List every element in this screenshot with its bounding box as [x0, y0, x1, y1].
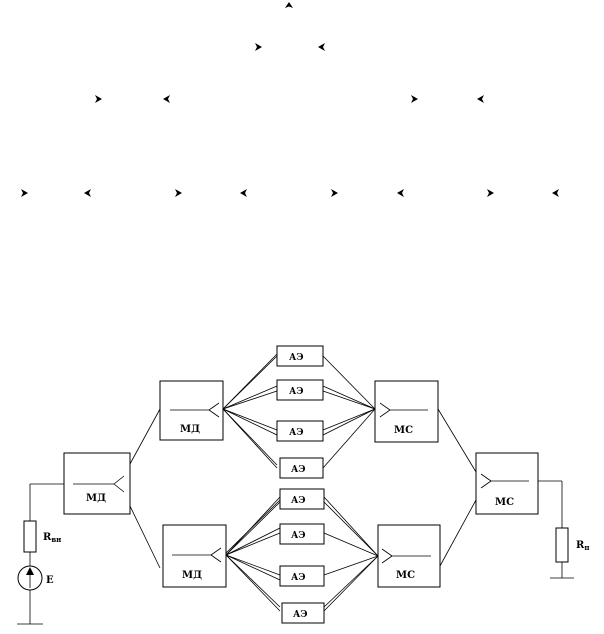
element-label: АЭ [291, 465, 306, 475]
main-combiner-block: МС [475, 452, 539, 515]
arrow-left-icon [552, 189, 559, 197]
arrow-right-icon [21, 189, 28, 197]
binary-tree-arrows [21, 2, 559, 197]
wiring [17, 353, 574, 625]
arrow-up-icon [285, 2, 293, 8]
load-resistor-label: Rп [576, 540, 589, 552]
lower-divider-label: МД [182, 570, 202, 581]
arrow-right-icon [175, 189, 182, 197]
lower-divider-block: МД [162, 524, 227, 588]
arrow-left-icon [163, 95, 170, 103]
arrow-left-icon [318, 43, 325, 51]
emf-label: E [46, 575, 54, 586]
element-label: АЭ [289, 428, 304, 438]
upper-divider-block: МД [159, 380, 224, 441]
upper-divider-label: МД [180, 424, 200, 435]
main-combiner-label: МС [495, 497, 514, 508]
upper-combiner-label: МС [394, 425, 413, 436]
upper-elements: АЭ АЭ АЭ АЭ [276, 345, 324, 479]
lower-combiner-block: МС [377, 524, 441, 588]
arrow-right-icon [487, 189, 494, 197]
main-divider-label: МД [86, 493, 106, 504]
arrow-right-icon [95, 95, 102, 103]
arrow-right-icon [255, 43, 262, 51]
source-resistor [23, 520, 37, 553]
element-label: АЭ [289, 353, 304, 363]
source: Rвн E [17, 520, 61, 591]
element-label: АЭ [291, 573, 306, 583]
arrow-left-icon [240, 189, 247, 197]
arrow-right-icon [411, 95, 418, 103]
source-resistor-label: Rвн [43, 532, 61, 544]
main-divider-block: МД [63, 452, 131, 515]
arrow-left-icon [477, 95, 484, 103]
element-label: АЭ [291, 531, 306, 541]
load-resistor [555, 527, 569, 563]
upper-combiner-block: МС [374, 380, 439, 443]
arrow-left-icon [84, 189, 91, 197]
lower-elements: АЭ АЭ АЭ АЭ [279, 488, 325, 624]
element-label: АЭ [289, 387, 304, 397]
element-label: АЭ [291, 496, 306, 506]
element-label: АЭ [293, 610, 308, 620]
arrow-right-icon [331, 189, 338, 197]
arrow-left-icon [397, 189, 404, 197]
lower-combiner-label: МС [396, 570, 415, 581]
load: Rп [555, 527, 589, 563]
